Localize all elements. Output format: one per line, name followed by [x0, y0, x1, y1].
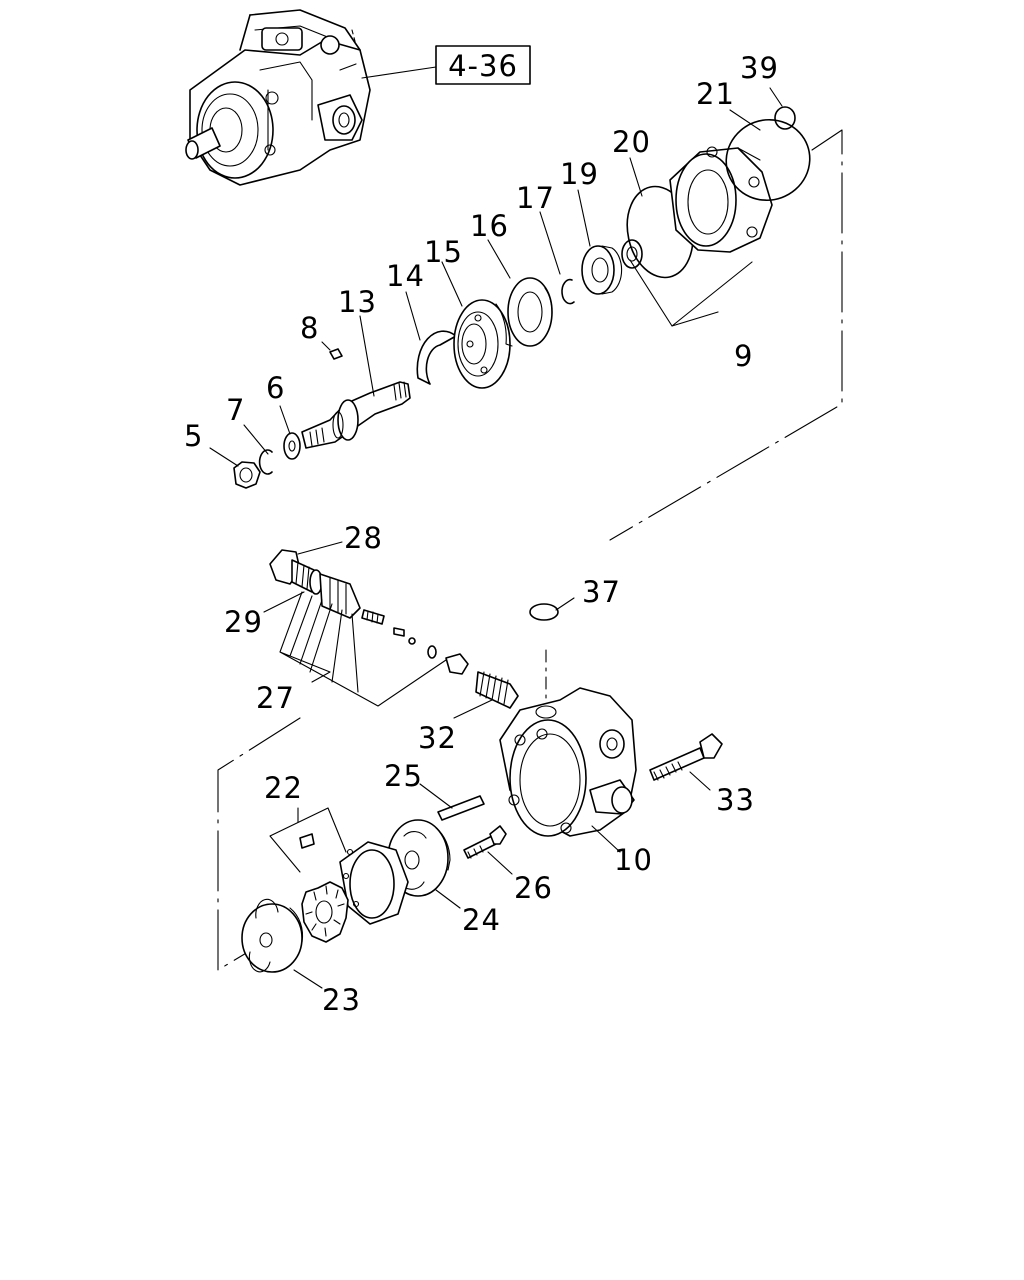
part-21-o-ring [725, 118, 811, 202]
part-22-vane [299, 833, 315, 849]
part-28-plug [269, 549, 315, 593]
callout-9: 9 [734, 339, 753, 373]
bracket-27 [279, 591, 447, 707]
callout-14: 14 [386, 259, 425, 293]
part-23-side-plate [241, 898, 304, 973]
reference-box-label: 4-36 [448, 49, 518, 83]
part-16-seal [507, 277, 553, 347]
callout-23: 23 [322, 983, 361, 1017]
reference-box: 4-36 [361, 45, 531, 85]
part-37-o-ring [529, 603, 559, 701]
part-5-nut [233, 461, 261, 489]
callout-8: 8 [300, 311, 319, 345]
callout-7: 7 [226, 393, 245, 427]
callout-13: 13 [338, 285, 377, 319]
callout-28: 28 [344, 521, 383, 555]
pump-assembly-illustration [185, 9, 371, 186]
part-39-o-ring [774, 106, 796, 130]
part-26-bolt [463, 825, 507, 859]
part-33-bolt [649, 733, 723, 781]
callout-33: 33 [716, 783, 755, 817]
callout-16: 16 [470, 209, 509, 243]
leader-lines [209, 87, 783, 989]
part-32-spring [475, 671, 519, 709]
part-8-key [329, 348, 343, 360]
centerline [217, 129, 843, 971]
part-22-cam-ring [339, 841, 409, 925]
part-13-shaft [301, 381, 411, 449]
callout-20: 20 [612, 125, 651, 159]
callout-39: 39 [740, 51, 779, 85]
part-9-housing-cover [669, 146, 773, 253]
part-19-bearing [581, 245, 623, 295]
callout-25: 25 [384, 759, 423, 793]
callout-15: 15 [424, 235, 463, 269]
callout-6: 6 [266, 371, 285, 405]
callout-37: 37 [582, 575, 621, 609]
callout-21: 21 [696, 77, 735, 111]
part-25-pin [437, 795, 485, 821]
part-15-bearing [453, 299, 513, 389]
part-27-valve-spool [319, 573, 469, 675]
callout-27: 27 [256, 681, 295, 715]
bracket-22 [269, 807, 347, 873]
callout-17: 17 [516, 181, 555, 215]
bracket-9 [629, 259, 753, 327]
part-6-washer [283, 432, 301, 460]
part-22-rotor [301, 881, 349, 943]
part-10-pump-body [499, 687, 637, 837]
callout-32: 32 [418, 721, 457, 755]
callout-26: 26 [514, 871, 553, 905]
callout-19: 19 [560, 157, 599, 191]
callout-24: 24 [462, 903, 501, 937]
callout-labels: 5 7 6 8 13 14 15 16 17 19 20 21 39 9 28 … [184, 51, 779, 1017]
callout-22: 22 [264, 771, 303, 805]
callout-5: 5 [184, 419, 203, 453]
callout-29: 29 [224, 605, 263, 639]
part-9-needle-bearing [621, 239, 643, 269]
part-17-snap-ring [561, 278, 575, 305]
part-7-snap-ring [258, 449, 273, 475]
part-14-snap-ring [416, 330, 457, 385]
callout-10: 10 [614, 843, 653, 877]
